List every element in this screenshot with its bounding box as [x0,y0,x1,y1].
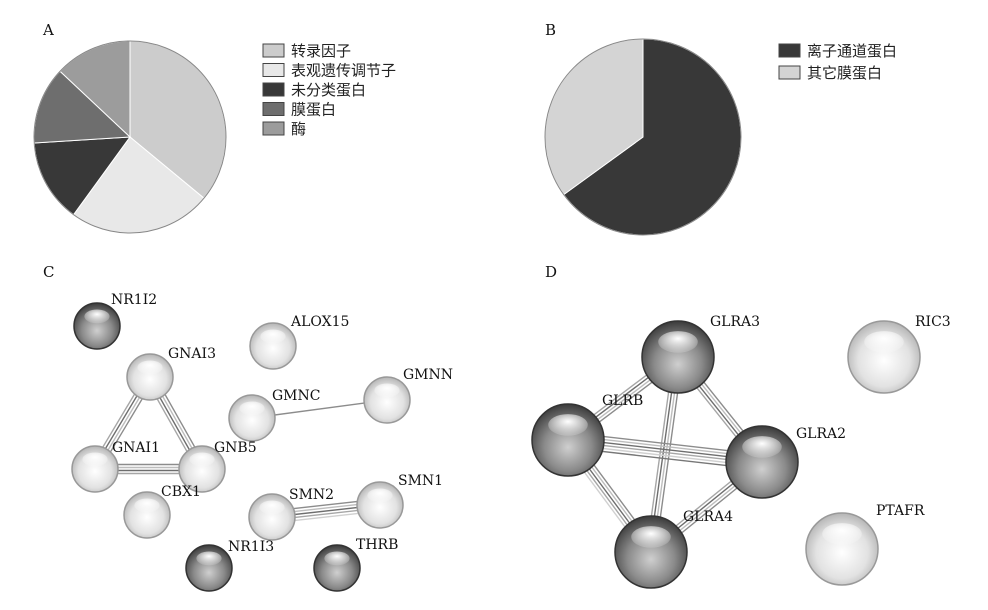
node-highlight [137,360,163,375]
legend-swatch [778,43,801,58]
node-glra4: GLRA4 [614,509,733,589]
node-label: THRB [356,537,398,553]
legend-swatch [262,82,285,97]
node-highlight [864,331,904,353]
legend-label: 膜蛋白 [291,101,336,119]
node-highlight [658,331,698,353]
node-label: NR1I3 [228,539,274,555]
legend-swatch [262,63,285,77]
node-label: GMNC [272,388,320,404]
node-label: GMNN [403,367,453,383]
node-highlight [742,436,782,458]
panel-label-b: B [545,21,556,39]
node-highlight [82,452,108,467]
node-alox15: ALOX15 [249,314,349,370]
node-gnai3: GNAI3 [126,346,216,401]
node-highlight [259,500,285,515]
node-label: NR1I2 [111,292,157,308]
node-smn1: SMN1 [356,473,443,529]
legend-label: 表观遗传调节子 [291,62,396,80]
node-label: GLRB [602,393,643,409]
node-label: GLRA2 [796,426,846,442]
node-label: GLRA4 [683,509,733,525]
node-glrb: GLRB [531,393,643,477]
node-gnai1: GNAI1 [71,440,160,493]
node-ptafr: PTAFR [805,503,925,586]
node-nr1i2: NR1I2 [73,292,157,350]
node-highlight [196,551,222,566]
pie-outline [33,40,227,234]
node-highlight [84,309,110,324]
node-label: CBX1 [161,484,201,500]
legend-swatch [262,43,285,58]
node-gmnn: GMNN [363,367,453,424]
node-thrb: THRB [313,537,398,592]
node-label: SMN1 [398,473,443,489]
panel-label-c: C [43,263,54,281]
node-label: GNAI1 [112,440,160,456]
node-highlight [134,498,160,513]
legend-swatch [778,65,801,80]
node-label: GNAI3 [168,346,216,362]
node-ric3: RIC3 [847,314,951,394]
node-label: ALOX15 [290,314,349,330]
node-label: SMN2 [289,487,334,503]
node-label: PTAFR [876,503,925,519]
legend-label: 未分类蛋白 [291,81,366,99]
legend-label: 其它膜蛋白 [807,64,882,82]
node-highlight [374,383,400,398]
legend-swatch [262,102,285,116]
node-gnb5: GNB5 [178,440,257,493]
node-highlight [324,551,350,566]
panel-label-a: A [42,21,54,39]
node-glra3: GLRA3 [641,314,760,394]
node-glra2: GLRA2 [725,425,846,499]
legend-label: 转录因子 [291,42,351,60]
node-gmnc: GMNC [228,388,320,442]
node-highlight [260,329,286,344]
node-label: GLRA3 [710,314,760,330]
pie-outline [544,38,742,236]
node-smn2: SMN2 [248,487,334,541]
legend-label: 酶 [291,120,306,138]
node-highlight [822,523,862,545]
panel-label-d: D [545,263,557,281]
pie-chart-b [544,38,742,236]
node-cbx1: CBX1 [123,484,201,539]
node-highlight [189,452,215,467]
legend-label: 离子通道蛋白 [807,42,897,60]
pie-chart-a [33,40,227,234]
node-highlight [548,414,588,436]
node-highlight [367,488,393,503]
node-highlight [631,526,671,548]
node-label: GNB5 [214,440,257,456]
node-label: RIC3 [915,314,951,330]
node-nr1i3: NR1I3 [185,539,274,592]
legend-swatch [262,121,285,136]
node-highlight [239,401,265,416]
